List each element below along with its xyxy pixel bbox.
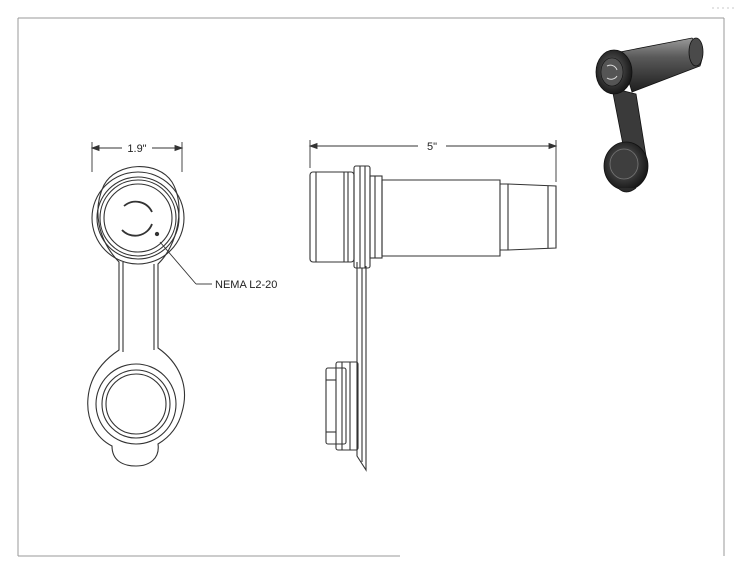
front-view-face (103, 183, 173, 253)
front-view-ground-dot (154, 231, 160, 237)
connector-type-callout: NEMA L2-20 (215, 279, 277, 291)
front-view-outer-ring (91, 171, 185, 265)
iso-cap-tab (617, 187, 637, 193)
iso-barrel-end (688, 37, 704, 67)
front-view-cap-outer (95, 363, 177, 445)
front-view-ring-3 (99, 179, 177, 257)
front-view-cap-mid (101, 369, 171, 439)
side-view-front-ring (309, 171, 355, 263)
length-dimension (308, 140, 558, 182)
callout-leader (159, 241, 212, 285)
front-view-contact-arc-bottom (121, 223, 153, 237)
front-view-cap-inner (105, 373, 167, 435)
side-view-rear-boot (500, 183, 557, 251)
sheet-border (17, 17, 725, 557)
front-view (87, 166, 186, 467)
front-view-ring-2 (96, 176, 180, 260)
width-dimension (90, 142, 184, 172)
side-view-cap-body (335, 361, 359, 451)
side-view-barrel (382, 179, 501, 257)
side-view-flange (369, 175, 383, 259)
iso-front-face (600, 57, 624, 87)
side-view (309, 165, 557, 472)
side-view-collar (353, 165, 371, 269)
front-view-contact-arc-top (123, 200, 153, 213)
iso-cap-inner (609, 148, 639, 180)
isometric-render (595, 37, 704, 193)
front-view-tether-inner (122, 262, 155, 352)
length-dimension-label: 5" (427, 141, 437, 153)
front-view-tether-outline (87, 166, 186, 467)
side-view-tether (356, 262, 367, 472)
width-dimension-label: 1.9" (127, 143, 146, 155)
